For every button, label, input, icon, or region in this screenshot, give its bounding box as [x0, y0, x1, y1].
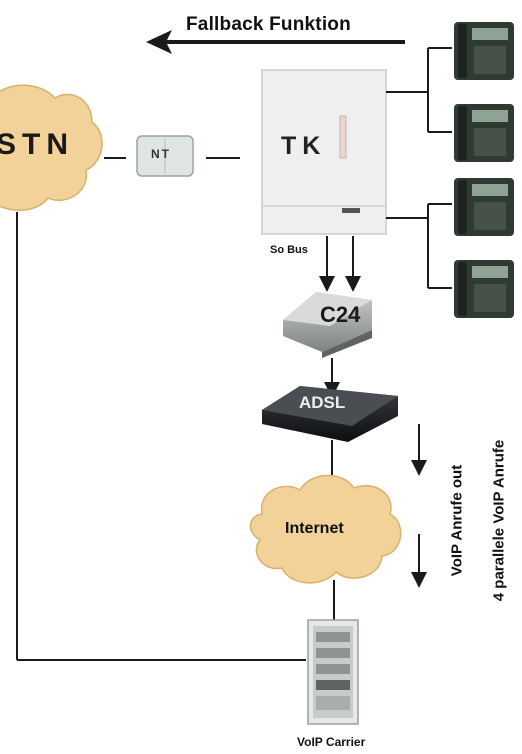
- voip-parallel-label: 4 parallele VoIP Anrufe: [490, 439, 508, 602]
- so-bus-label: So Bus: [270, 244, 308, 256]
- internet-label: Internet: [285, 520, 344, 537]
- internet-cloud: [249, 474, 402, 584]
- voip-carrier-label: VoIP Carrier: [297, 735, 366, 749]
- voip-out-label: VoIP Anrufe out: [448, 464, 466, 577]
- tk-label: TK: [281, 132, 327, 160]
- adsl-modem: [262, 386, 398, 442]
- server-rack-icon: [307, 619, 359, 725]
- c24-device: [283, 292, 372, 358]
- telephone-icon: [454, 260, 514, 318]
- fallback-arrowhead: [146, 30, 172, 54]
- nt-label: NT: [151, 147, 171, 161]
- adsl-label: ADSL: [299, 393, 346, 412]
- tk-box-port: [342, 208, 360, 213]
- telephone-icon: [454, 104, 514, 162]
- pstn-cloud: [0, 84, 103, 211]
- tk-box-status-leds: [339, 115, 347, 159]
- telephone-icon: [454, 178, 514, 236]
- fallback-label: Fallback Funktion: [186, 14, 351, 35]
- telephone-icon: [454, 22, 514, 80]
- tk-box: [261, 69, 387, 235]
- pstn-label: STN: [0, 128, 74, 161]
- c24-label: C24: [320, 302, 361, 327]
